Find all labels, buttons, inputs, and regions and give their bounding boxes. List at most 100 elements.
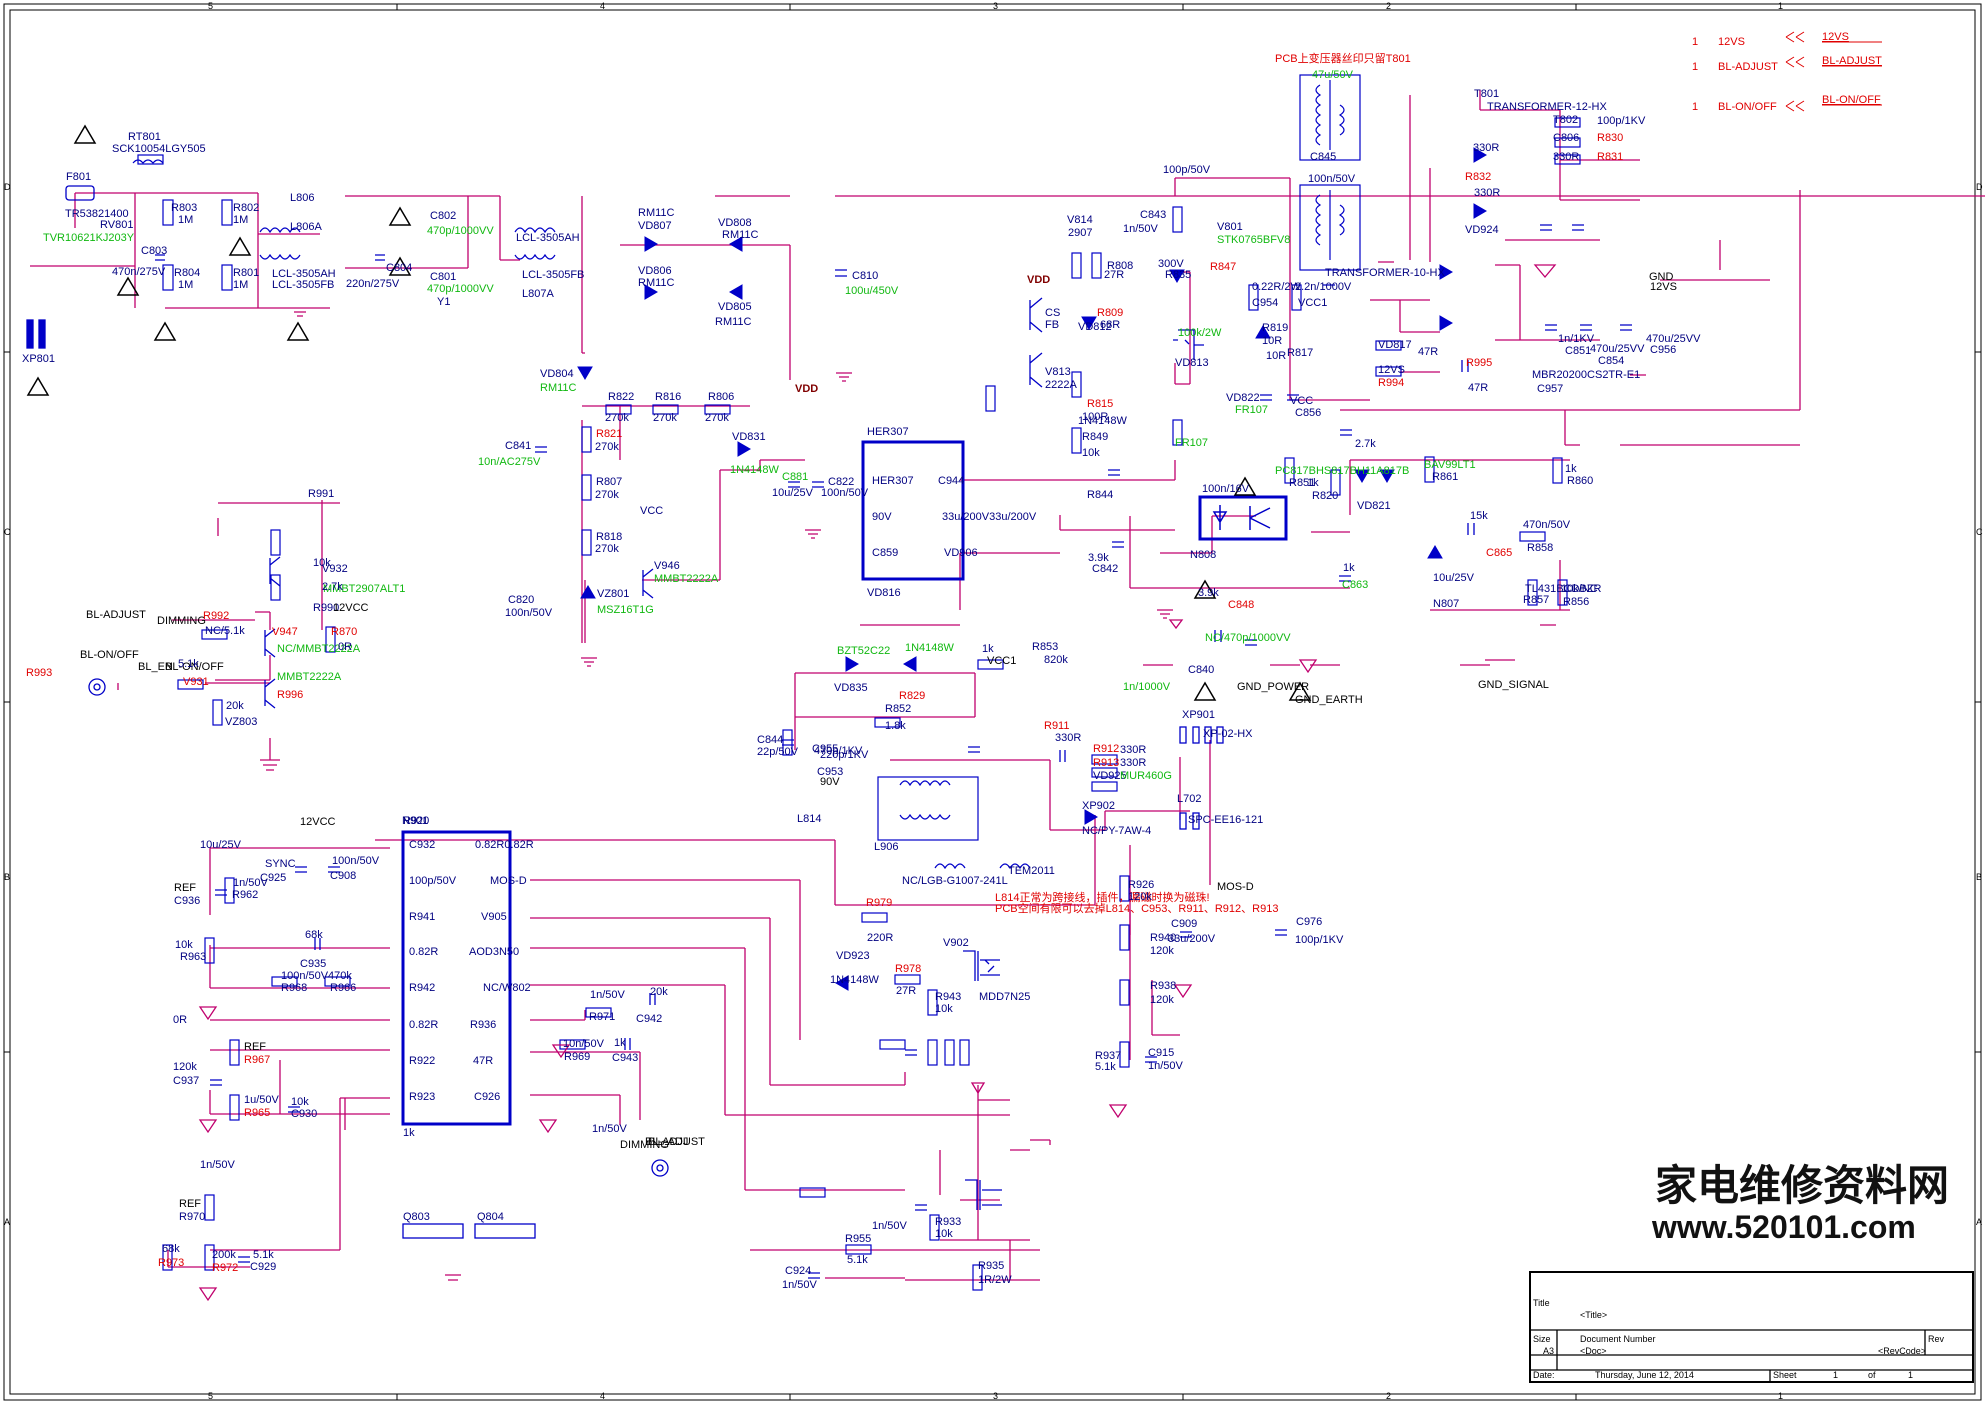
component-label: R943 (935, 991, 961, 1003)
component-label: R990 (313, 602, 339, 614)
component-label: BL_ADJ (648, 1136, 688, 1148)
warning-icons (26, 124, 1312, 701)
component-label: R819 (1262, 322, 1288, 334)
component-label: 10k (935, 1228, 953, 1240)
component-label: R993 (26, 667, 52, 679)
svg-text:90V: 90V (872, 511, 892, 523)
component-label: R968 (281, 982, 307, 994)
svg-text:1: 1 (1692, 36, 1698, 48)
svg-text:2: 2 (1386, 1, 1391, 11)
component-label: C851 (1565, 345, 1591, 357)
svg-text:HER307: HER307 (872, 475, 914, 487)
svg-text:12VS: 12VS (1718, 36, 1745, 48)
component-label: 120k (173, 1061, 197, 1073)
component-label: 10R (1262, 335, 1282, 347)
offsheet-connectors: 1 12VS 12VS 1 BL-ADJUST BL-ADJUST 1 BL-O… (1692, 31, 1882, 113)
component-label: 2.2n/1000V (1295, 281, 1352, 293)
note-l814-1: L814正常为跨接线，插件，漏磁时换为磁珠! (995, 890, 1210, 904)
component-label: 100p/50V (1163, 164, 1211, 176)
component-label: CS (1045, 307, 1060, 319)
component-label: 10k (175, 939, 193, 951)
component-label: R969 (564, 1051, 590, 1063)
component-label: GND_POWER (1237, 681, 1309, 693)
component-label: VZ803 (225, 716, 257, 728)
component-label: 1n/50V (233, 877, 269, 889)
component-label: C957 (1537, 383, 1563, 395)
component-label: R817 (1287, 347, 1313, 359)
component-label: C908 (330, 870, 356, 882)
component-label: R832 (1465, 171, 1491, 183)
component-label: C953 (817, 766, 843, 778)
component-label: C976 (1296, 916, 1322, 928)
component-label: FB (1045, 319, 1059, 331)
component-label: TRANSFORMER-12-HX (1487, 101, 1607, 113)
component-label: C865 (1486, 547, 1512, 559)
component-label: R913 (1093, 757, 1119, 769)
component-label: LCL-3505FB (272, 279, 334, 291)
svg-text:1: 1 (1908, 1370, 1913, 1380)
component-label: 15k (1470, 510, 1488, 522)
component-label: V813 (1045, 366, 1071, 378)
svg-text:R920: R920 (403, 815, 429, 827)
component-label: V931 (183, 676, 209, 688)
svg-text:0.82R: 0.82R (409, 1019, 438, 1031)
component-label: R994 (1378, 377, 1404, 389)
svg-text:Sheet: Sheet (1773, 1370, 1797, 1380)
component-label: C844 (757, 734, 783, 746)
component-label: R858 (1527, 542, 1553, 554)
component-label: DIMMING (157, 615, 206, 627)
component-label: 1n/1KV (1558, 333, 1595, 345)
component-label: 47R (1468, 382, 1488, 394)
component-label: R801 (233, 267, 259, 279)
component-label: 10u/25V (200, 839, 242, 851)
component-label: 100R (1082, 411, 1108, 423)
component-label: MMBT2907ALT1 (323, 583, 405, 595)
component-label: 100n/50V (505, 607, 553, 619)
component-label: 1N4148W (730, 464, 780, 476)
component-label: 100n/50V (1308, 173, 1356, 185)
component-label: VD813 (1175, 357, 1209, 369)
component-label: VD923 (836, 950, 870, 962)
component-label: 100n/50V (332, 855, 380, 867)
resistors (137, 117, 1581, 1291)
component-label: VCC (1290, 395, 1313, 407)
offsheet-bl-adjust: 1 BL-ADJUST BL-ADJUST (1692, 55, 1882, 73)
component-label: 10n/50V (563, 1038, 605, 1050)
component-label: 10k (935, 1003, 953, 1015)
component-label: R808 (1107, 260, 1133, 272)
svg-text:VD906: VD906 (944, 547, 978, 559)
diodes (577, 147, 1487, 991)
svg-text:NC/W802: NC/W802 (483, 982, 531, 994)
component-label: MSZ16T1G (597, 604, 654, 616)
component-label: C954 (1252, 297, 1278, 309)
component-label: 330R (1120, 757, 1146, 769)
component-label: MMBT2222A (654, 573, 719, 585)
component-label: RM11C (722, 229, 759, 241)
component-label: R978 (895, 963, 921, 975)
frame-labels: 5 4 3 2 1 5 4 3 2 1 D C B A D C B A (4, 1, 1983, 1401)
component-label: C956 (1650, 344, 1676, 356)
capacitors (155, 224, 1632, 1279)
component-label: NC/470p/1000VV (1205, 632, 1291, 644)
svg-text:HER307: HER307 (867, 426, 909, 438)
component-label: VZ801 (597, 588, 629, 600)
component-label: C840 (1188, 664, 1214, 676)
component-label: R849 (1082, 431, 1108, 443)
svg-text:<Doc>: <Doc> (1580, 1346, 1607, 1356)
svg-text:Thursday, June 12, 2014: Thursday, June 12, 2014 (1595, 1370, 1694, 1380)
component-label: RT801 (128, 131, 161, 143)
component-label: 33u/200V (1168, 933, 1216, 945)
component-label: C804 (386, 262, 412, 274)
component-label: 1R/2W (978, 1274, 1012, 1286)
component-label: LCL-3505AH (272, 268, 336, 280)
component-label: 100p/1KV (1295, 934, 1344, 946)
svg-text:BL-ADJUST: BL-ADJUST (1822, 55, 1882, 67)
component-label: 1n/50V (872, 1220, 908, 1232)
component-label: C801 (430, 271, 456, 283)
component-label: XP801 (22, 353, 55, 365)
component-label: 47u/50V (1312, 69, 1354, 81)
component-label: 1u/50V (244, 1094, 280, 1106)
component-label: R806 (708, 391, 734, 403)
component-label: C937 (173, 1075, 199, 1087)
component-label: R965 (244, 1107, 270, 1119)
